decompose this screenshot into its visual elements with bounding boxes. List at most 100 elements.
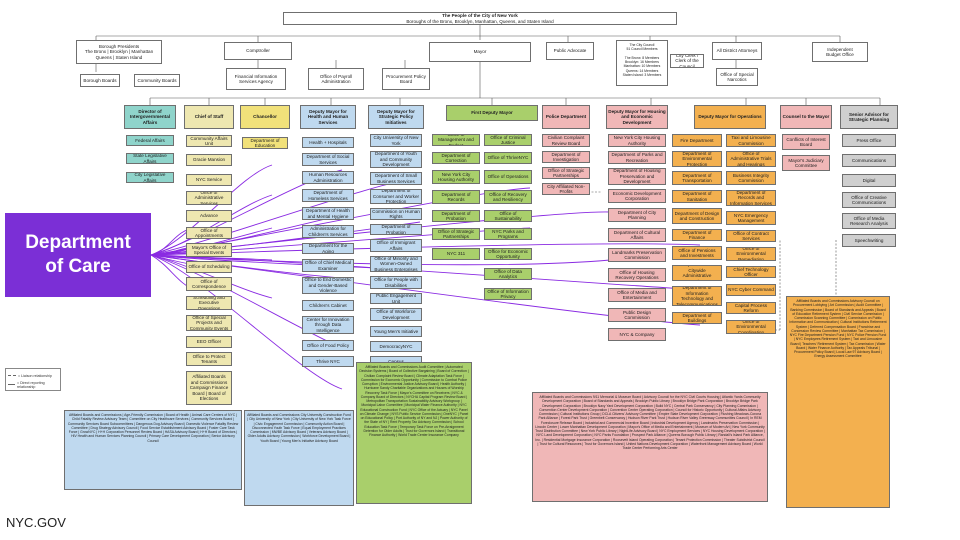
list-item: Office of Correspondence [186, 277, 232, 291]
list-item: Capital Process Reform [726, 302, 776, 314]
list-item: Commission on Human Rights [370, 208, 422, 220]
list-item: Office of Environmental Remediation [726, 247, 776, 261]
list-item: NYC 311 [432, 248, 480, 260]
list-item: Administration for Children's Services [302, 225, 354, 238]
special-narcotics-box: Office of Special Narcotics [716, 68, 758, 86]
list-item: Department of Probation [370, 224, 422, 235]
list-item: Department of Parks and Recreation [608, 151, 666, 164]
borough-presidents-box: Borough Presidents The Bronx | Brooklyn … [76, 40, 162, 64]
list-item: Center for Innovation through Data Intel… [302, 316, 354, 334]
list-item: Office of Criminal Justice [484, 134, 532, 146]
column-header-first-deputy-mayor: First Deputy Mayor [446, 105, 538, 121]
city-clerk-box: City Clerk / Clerk of the Council [670, 54, 704, 68]
list-item: Office for People with Disabilities [370, 276, 422, 289]
list-item: NYC & Company [608, 328, 666, 341]
list-item: City Legislative Affairs [126, 172, 174, 183]
list-item: New York City Housing Authority [608, 134, 666, 147]
mayor-box: Mayor [429, 42, 531, 62]
list-item: Office of Information Privacy [484, 288, 532, 300]
list-item: Young Men's Initiative [370, 326, 422, 337]
list-item: Department of City Planning [608, 208, 666, 222]
list-item: Scheduling and Executive Operations [186, 296, 232, 310]
list-item: Office of Sustainability [484, 210, 532, 222]
independent-budget-office-box: Independent Budget Office [812, 42, 868, 62]
list-item: Department of Education [242, 137, 288, 149]
list-item: Department of Homeless Services [302, 189, 354, 202]
list-item: Landmarks Preservation Commission [608, 248, 666, 262]
list-item: Department of Sanitation [672, 190, 722, 203]
list-item: Public Design Commission [608, 308, 666, 322]
list-item: Office of Strategic Partnerships [542, 167, 590, 179]
list-item: Affiliated Boards and Commissions Campai… [186, 371, 232, 405]
list-item: Office of Creative Communications [842, 192, 896, 208]
procurement-policy-board-box: Procurement Policy Board [382, 68, 430, 90]
payroll-box: Office of Payroll Administration [308, 68, 364, 90]
list-item: Chief Technology Officer [726, 266, 776, 278]
list-item: Office of ThriveNYC [484, 152, 532, 164]
source-footer: NYC.GOV [6, 515, 66, 530]
column-header-police: Police Department [542, 105, 590, 129]
legend: = Liaison relationship = Direct reportin… [5, 368, 61, 391]
list-item: Office of Appointments [186, 227, 232, 239]
column-header-counsel: Counsel to the Mayor [780, 105, 832, 129]
list-item: Office of Housing Recovery Operations [608, 268, 666, 282]
list-item: Office to Protect Tenants [186, 352, 232, 366]
top-title: The People of the City of New York [442, 13, 518, 18]
community-boards-box: Community Boards [134, 74, 180, 87]
list-item: Mayor's Office of Special Events [186, 243, 232, 257]
people-of-nyc-box: The People of the City of New York Borou… [283, 12, 677, 25]
list-item: Office of Operations [484, 170, 532, 184]
list-item: Speechwriting [842, 234, 896, 247]
list-item: Office of Food Policy [302, 340, 354, 351]
list-item: Department of Design and Construction [672, 208, 722, 224]
district-attorneys-box: All District Attorneys [712, 42, 762, 60]
column-header-intergovernmental: Director of Intergovernmental Affairs [124, 105, 176, 129]
list-item: Advance [186, 210, 232, 222]
list-item: NYC Parks and Programs [484, 228, 532, 240]
comptroller-box: Comptroller [224, 42, 292, 60]
column-header-housing: Deputy Mayor for Housing and Economic De… [606, 105, 668, 129]
top-subtitle: Boroughs of the Bronx, Brooklyn, Manhatt… [406, 18, 554, 24]
list-item: NYC Cyber Command [726, 284, 776, 296]
list-item: Federal Affairs [126, 135, 174, 146]
list-item: Department of Investigation [542, 151, 590, 163]
affiliated-boards-health: Affiliated Boards and Commissions | Age-… [64, 410, 242, 490]
list-item: Office of Strategic Partnerships [432, 228, 480, 240]
list-item: DemocracyNYC [370, 341, 422, 352]
column-header-operations: Deputy Mayor for Operations [694, 105, 766, 129]
list-item: Office for Economic Opportunity [484, 248, 532, 260]
affiliated-boards-operations: Affiliated Boards and Commissions Adviso… [786, 296, 890, 508]
list-item: Press Office [842, 134, 896, 147]
list-item: Office of Scheduling [186, 261, 232, 273]
public-advocate-box: Public Advocate [546, 42, 594, 60]
list-item: Office of Management and Budget [432, 134, 480, 146]
dashed-line-swatch [8, 375, 16, 376]
list-item: Department of Health and Mental Hygiene [302, 207, 354, 220]
list-item: Office of Administrative Services [186, 191, 232, 205]
list-item: Business Integrity Commission [726, 171, 776, 185]
list-item: Human Resources Administration [302, 171, 354, 184]
list-item: Department of Records and Information Se… [726, 190, 776, 206]
list-item: Department of Environmental Protection [672, 151, 722, 167]
list-item: State Legislative Affairs [126, 153, 174, 164]
list-item: Office of Contract Services [726, 230, 776, 242]
affiliated-boards-housing: Affiliated Boards and Commissions 9/11 M… [532, 392, 768, 502]
list-item: NYC Service [186, 174, 232, 186]
list-item: Digital [842, 174, 896, 187]
list-item: Department of Finance [672, 229, 722, 241]
affiliated-boards-strategic-policy: Affiliated Boards and Commissions City U… [244, 410, 354, 506]
list-item: Department of Citywide Administrative Se… [672, 265, 722, 281]
list-item: Office of Chief Medical Examiner [302, 259, 354, 272]
callout-line-2: of Care [45, 256, 111, 277]
list-item: Public Engagement Unit [370, 293, 422, 304]
list-item: Department of Consumer and Worker Protec… [370, 189, 422, 204]
list-item: Office of Workforce Development [370, 308, 422, 321]
list-item: Mayor's Judiciary Committee [782, 155, 830, 171]
column-header-strategic-policy: Deputy Mayor for Strategic Policy Initia… [368, 105, 424, 129]
list-item: Department of Cultural Affairs [608, 228, 666, 242]
list-item: Community Affairs Unit [186, 135, 232, 147]
list-item: Office of Administrative Trials and Hear… [726, 151, 776, 167]
list-item: Department of Social Services [302, 153, 354, 166]
list-item: Economic Development Corporation [608, 189, 666, 203]
column-header-chancellor: Chancellor [240, 105, 290, 129]
